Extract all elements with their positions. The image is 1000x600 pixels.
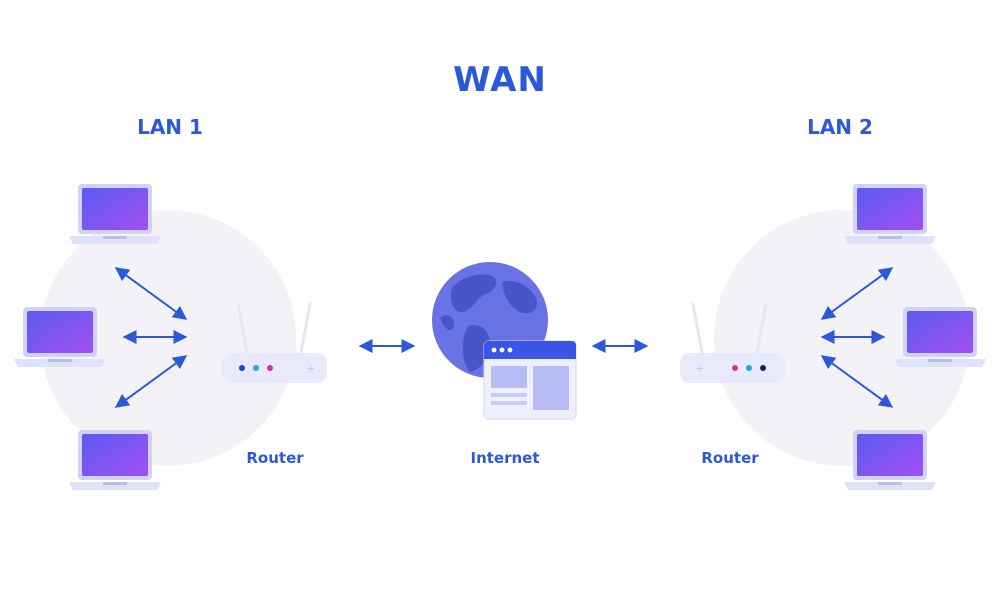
double-arrow-icon: [820, 355, 894, 408]
wan-title: WAN: [453, 60, 547, 100]
svg-text:+: +: [306, 362, 315, 375]
internet-label: Internet: [470, 449, 540, 467]
router-icon: +: [680, 302, 785, 383]
browser-window-icon: [483, 340, 577, 420]
router-icon: +: [222, 302, 327, 383]
svg-text:+: +: [695, 362, 704, 375]
laptop-icon: [844, 430, 936, 490]
laptop-icon: [69, 430, 161, 490]
router-label: Router: [701, 449, 759, 467]
double-arrow-icon: [114, 355, 188, 408]
double-arrow-icon: [114, 267, 188, 320]
router-label: Router: [246, 449, 304, 467]
double-arrow-icon: [820, 267, 894, 320]
lan-1-title: LAN 1: [137, 115, 203, 139]
lan-2-title: LAN 2: [807, 115, 873, 139]
